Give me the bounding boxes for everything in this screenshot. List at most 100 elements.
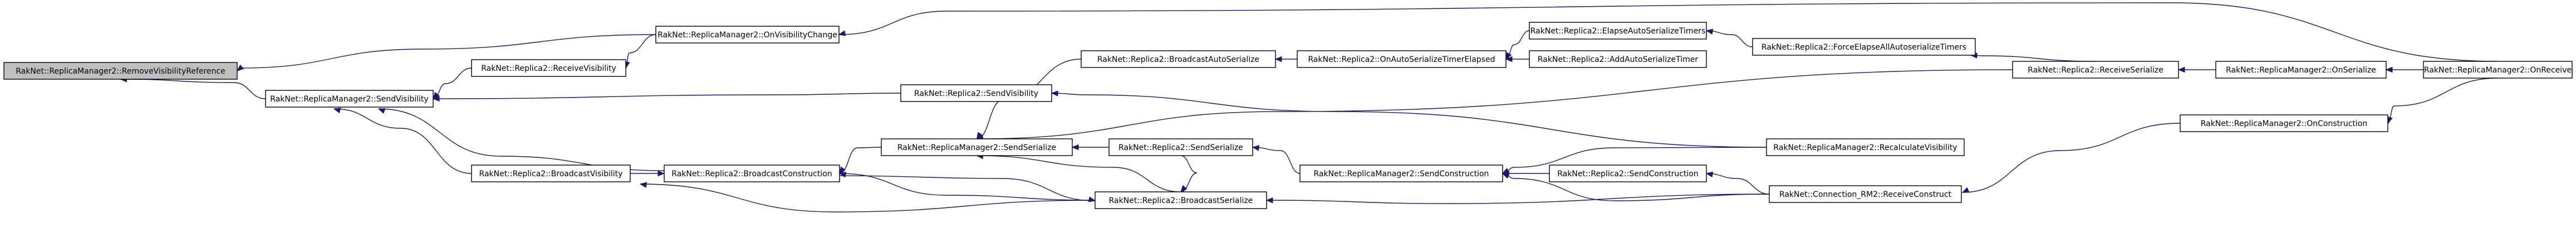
graph-node[interactable]: RakNet::ReplicaManager2::RecalculateVisi… [1766, 138, 1965, 156]
arrowhead-icon [377, 108, 386, 114]
graph-node[interactable]: RakNet::Replica2::ReceiveVisibility [471, 59, 626, 77]
graph-node[interactable]: RakNet::Replica2::BroadcastSerialize [1095, 191, 1267, 209]
graph-node[interactable]: RakNet::ReplicaManager2::SendConstructio… [1299, 165, 1503, 182]
arrowhead-icon [1961, 187, 1970, 193]
node-box [2215, 61, 2387, 79]
node-label: RakNet::Replica2::ReceiveVisibility [481, 64, 616, 73]
node-label: RakNet::Replica2::ForceElapseAllAutoseri… [1762, 43, 1966, 52]
graph-node[interactable]: RakNet::ReplicaManager2::SendSerialize [881, 138, 1073, 156]
node-label: RakNet::ReplicaManager2::OnVisibilityCha… [658, 31, 837, 40]
edge-n10-to-n8 [1180, 155, 1198, 192]
node-label: RakNet::Replica2::BroadcastVisibility [479, 170, 623, 178]
edge-n19-to-n16 [1970, 55, 2096, 62]
graph-node[interactable]: RakNet::ReplicaManager2::OnSerialize [2215, 61, 2387, 79]
arrowhead-icon [1088, 196, 1096, 202]
arrowhead-icon [839, 166, 846, 175]
node-box [2180, 114, 2388, 132]
node-label: RakNet::ReplicaManager2::OnSerialize [2226, 66, 2376, 75]
graph-node[interactable]: RakNet::Replica2::ReceiveSerialize [2012, 61, 2179, 79]
edge-n1-to-n0 [120, 79, 266, 99]
node-box [265, 90, 434, 108]
graph-node[interactable]: RakNet::ReplicaManager2::SendVisibility [265, 90, 434, 108]
node-label: RakNet::Replica2::AddAutoSerializeTimer [1538, 55, 1698, 64]
node-label: RakNet::Replica2::OnAutoSerializeTimerEl… [1308, 55, 1495, 64]
edge-n19-to-n7 [977, 69, 2013, 139]
node-label: RakNet::Replica2::SendVisibility [914, 89, 1038, 98]
graph-node[interactable]: RakNet::ReplicaManager2::OnReceive [2423, 61, 2573, 79]
edge-n16-to-n13 [1706, 30, 1753, 47]
node-box [471, 165, 631, 182]
arrowhead-icon [1051, 90, 1058, 96]
edge-n5-to-n8 [839, 175, 1096, 201]
arrowhead-icon [976, 132, 983, 140]
node-box [1081, 50, 1276, 68]
graph-node[interactable]: RakNet::Replica2::BroadcastVisibility [471, 165, 631, 182]
node-label: RakNet::Replica2::ElapseAutoSerializeTim… [1530, 27, 1706, 36]
graph-root-node[interactable]: RakNet::ReplicaManager2::RemoveVisibilit… [3, 62, 238, 80]
graph-node[interactable]: RakNet::Replica2::AddAutoSerializeTimer [1529, 50, 1707, 68]
graph-node[interactable]: RakNet::Replica2::SendConstruction [1549, 165, 1707, 182]
edge-n5-to-n1 [378, 108, 665, 171]
arrowhead-icon [639, 182, 647, 188]
arrowhead-icon [1274, 56, 1282, 62]
arrowhead-icon [1265, 197, 1273, 204]
arrowhead-icon [1502, 173, 1510, 179]
node-label: RakNet::ReplicaManager2::OnConstruction [2201, 119, 2368, 128]
edge-n12-to-n10 [1252, 147, 1301, 174]
arrowhead-icon [1505, 56, 1513, 62]
graph-node[interactable]: RakNet::ReplicaManager2::OnConstruction [2180, 114, 2388, 132]
node-layer: RakNet::ReplicaManager2::RemoveVisibilit… [3, 22, 2573, 209]
arrowhead-icon [1180, 185, 1188, 193]
arrowhead-icon [1705, 171, 1714, 178]
node-label: RakNet::ReplicaManager2::RemoveVisibilit… [16, 67, 225, 76]
node-label: RakNet::Replica2::SendConstruction [1557, 170, 1699, 178]
graph-node[interactable]: RakNet::Replica2::SendSerialize [1108, 138, 1253, 156]
node-box [1769, 185, 1962, 203]
graph-node[interactable]: RakNet::Replica2::OnAutoSerializeTimerEl… [1297, 50, 1507, 68]
edge-n3-to-n1 [433, 67, 472, 99]
node-box [1766, 138, 1965, 156]
node-box [1529, 50, 1707, 68]
node-box [900, 84, 1052, 102]
graph-node[interactable]: RakNet::Replica2::BroadcastAutoSerialize [1081, 50, 1276, 68]
node-label: RakNet::Connection_RM2::ReceiveConstruct [1779, 190, 1952, 199]
node-label: RakNet::ReplicaManager2::OnReceive [2424, 66, 2572, 75]
edge-n18-to-n8 [1266, 194, 1770, 204]
node-label: RakNet::Replica2::BroadcastConstruction [671, 170, 832, 178]
edge-n21-to-n18 [1962, 123, 2181, 193]
node-box [655, 26, 840, 44]
graph-node[interactable]: RakNet::ReplicaManager2::OnVisibilityCha… [655, 26, 840, 44]
node-label: RakNet::Replica2::BroadcastSerialize [1109, 196, 1253, 205]
edge-n18-to-n15 [1706, 173, 1770, 195]
edge-n2-to-n3 [625, 34, 656, 69]
node-box [1299, 165, 1503, 182]
arrowhead-icon [1252, 145, 1260, 151]
edge-n8-to-n4 [640, 183, 1096, 212]
graph-node[interactable]: RakNet::Replica2::BroadcastConstruction [664, 165, 840, 182]
arrowhead-icon [1502, 168, 1510, 174]
arrowhead-icon [1071, 144, 1079, 151]
graph-node[interactable]: RakNet::Connection_RM2::ReceiveConstruct [1769, 185, 1962, 203]
arrowhead-icon [658, 170, 665, 177]
node-box [1108, 138, 1253, 156]
node-label: RakNet::ReplicaManager2::SendConstructio… [1314, 170, 1489, 178]
node-box [1095, 191, 1267, 209]
arrowhead-icon [433, 91, 440, 100]
arrowhead-icon [1505, 52, 1512, 60]
node-box [881, 138, 1073, 156]
edge-n7-to-n5 [839, 147, 882, 174]
graph-node[interactable]: RakNet::Replica2::ElapseAutoSerializeTim… [1529, 22, 1707, 40]
graph-node[interactable]: RakNet::Replica2::ForceElapseAllAutoseri… [1752, 38, 1976, 56]
node-box [471, 59, 626, 77]
node-box [1297, 50, 1507, 68]
graph-node[interactable]: RakNet::Replica2::SendVisibility [900, 84, 1052, 102]
edge-n17-to-n12 [1502, 147, 1767, 174]
edge-n6-to-n1 [433, 93, 901, 99]
arrowhead-icon [432, 95, 440, 102]
node-box [1529, 22, 1707, 40]
arrowhead-icon [236, 64, 244, 71]
node-label: RakNet::ReplicaManager2::RecalculateVisi… [1773, 143, 1957, 152]
node-box [1752, 38, 1976, 56]
edge-n4-to-n1 [333, 108, 472, 174]
